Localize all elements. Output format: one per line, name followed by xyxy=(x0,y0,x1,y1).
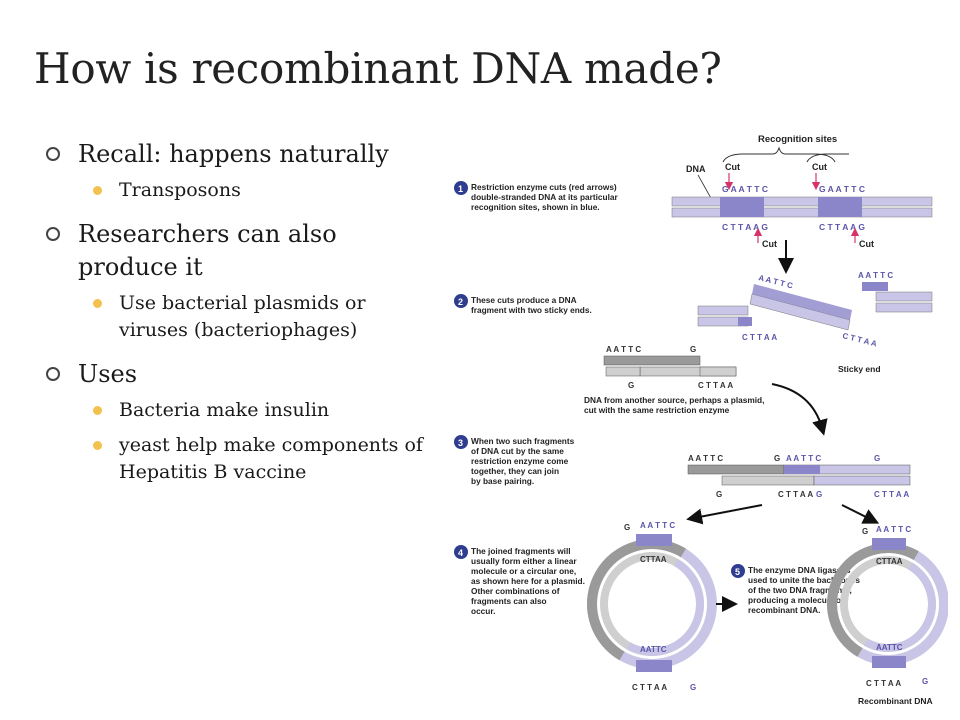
svg-text:C T T A A: C T T A A xyxy=(778,490,813,499)
dna-strand-bottom xyxy=(671,207,933,218)
bullet-list: Recall: happens naturally Transposons Re… xyxy=(44,138,434,500)
sticky-seq: A A T T C xyxy=(858,271,893,280)
step-1-circle xyxy=(454,181,468,195)
svg-text:G: G xyxy=(816,490,822,499)
recombinant-dna-diagram: Recognition sites DNA Cut Cut G A A T T … xyxy=(454,134,948,706)
svg-text:C T T A A: C T T A A xyxy=(874,490,909,499)
svg-text:A A T T C: A A T T C xyxy=(786,454,821,463)
recombinant-dna-label: Recombinant DNA xyxy=(858,696,933,706)
svg-text:G: G xyxy=(874,454,880,463)
plasmid-circular: G A A T T C CTTAA AATTC C T T A A G xyxy=(587,521,717,692)
svg-text:AATTC: AATTC xyxy=(876,643,903,652)
bullet-ring-icon xyxy=(46,367,60,381)
step-5-number: 5 xyxy=(735,567,740,577)
sticky-seq: C T T A A xyxy=(842,331,878,348)
step-3-number: 3 xyxy=(458,438,463,448)
sticky-end-label: Sticky end xyxy=(838,364,881,374)
recognition-site-box xyxy=(818,197,862,217)
svg-text:G: G xyxy=(922,677,928,686)
bullet-dot-icon xyxy=(93,406,102,415)
sub-bullet-text: Transposons xyxy=(119,179,241,201)
bullet-text: Researchers can also produce it xyxy=(78,220,337,281)
sequence-top: G A A T T C xyxy=(819,184,865,194)
bullet-text: Uses xyxy=(78,360,138,388)
recognition-site-box xyxy=(720,197,764,217)
step-3-circle xyxy=(454,435,468,449)
bullet-text: Recall: happens naturally xyxy=(78,140,389,168)
step-4-circle xyxy=(454,545,468,559)
step-1-number: 1 xyxy=(458,184,463,194)
svg-text:CTTAA: CTTAA xyxy=(876,557,903,566)
bullet-dot-icon xyxy=(93,441,102,450)
svg-text:G: G xyxy=(690,345,696,354)
sub-bullet-transposons: Transposons xyxy=(44,177,434,204)
bullet-dot-icon xyxy=(93,186,102,195)
svg-text:G: G xyxy=(690,683,696,692)
bullet-recall: Recall: happens naturally xyxy=(44,138,434,171)
svg-text:A A T T C: A A T T C xyxy=(606,345,641,354)
cut-label: Cut xyxy=(762,239,777,249)
bullet-researchers: Researchers can also produce it xyxy=(44,218,434,284)
sequence-bottom: C T T A A G xyxy=(722,222,768,232)
svg-text:G: G xyxy=(624,523,630,532)
plasmid-recombinant: G A A T T C CTTAA AATTC C T T A A G xyxy=(827,525,948,688)
svg-text:G: G xyxy=(862,527,868,536)
step-3-text: When two such fragments of DNA cut by th… xyxy=(471,436,577,486)
sub-bullet-plasmids: Use bacterial plasmids or viruses (bacte… xyxy=(44,290,434,344)
step-4-text: The joined fragments will usually form e… xyxy=(471,546,587,616)
step-2-text: These cuts produce a DNA fragment with t… xyxy=(471,295,592,315)
sub-bullet-text: Bacteria make insulin xyxy=(119,399,330,421)
svg-text:C T T A A: C T T A A xyxy=(698,381,733,390)
bullet-ring-icon xyxy=(46,147,60,161)
step-4-number: 4 xyxy=(458,548,463,558)
svg-text:AATTC: AATTC xyxy=(640,645,667,654)
step-2-number: 2 xyxy=(458,297,463,307)
flow-arrow xyxy=(686,504,763,525)
svg-text:G: G xyxy=(628,381,634,390)
joined-fragments: A A T T C G A A T T C G G C T T A A G C … xyxy=(687,454,911,499)
svg-text:A A T T C: A A T T C xyxy=(640,521,675,530)
sticky-end-fragment xyxy=(697,282,933,331)
step-2-circle xyxy=(454,294,468,308)
recognition-sites-brace xyxy=(722,146,849,163)
bullet-ring-icon xyxy=(46,227,60,241)
svg-text:C T T A A: C T T A A xyxy=(632,683,667,692)
recognition-sites-label: Recognition sites xyxy=(758,134,837,145)
svg-text:A A T T C: A A T T C xyxy=(688,454,723,463)
cut-label: Cut xyxy=(859,239,874,249)
sub-bullet-insulin: Bacteria make insulin xyxy=(44,397,434,424)
sticky-seq: C T T A A xyxy=(742,333,777,342)
sequence-bottom: C T T A A G xyxy=(819,222,865,232)
foreign-dna-text: DNA from another source, perhaps a plasm… xyxy=(584,395,767,415)
cut-label: Cut xyxy=(725,162,740,172)
sub-bullet-text: Use bacterial plasmids or viruses (bacte… xyxy=(119,292,366,341)
sub-bullet-yeast: yeast help make components of Hepatitis … xyxy=(44,432,434,486)
bullet-dot-icon xyxy=(93,299,102,308)
sequence-top: G A A T T C xyxy=(722,184,768,194)
svg-text:G: G xyxy=(774,454,780,463)
dna-strand-top xyxy=(671,196,933,207)
flow-arrow xyxy=(841,504,880,524)
svg-text:C T T A A: C T T A A xyxy=(866,679,901,688)
foreign-dna-fragment: A A T T C G G C T T A A xyxy=(603,345,737,390)
svg-text:A A T T C: A A T T C xyxy=(876,525,911,534)
dna-label: DNA xyxy=(686,164,706,174)
bullet-uses: Uses xyxy=(44,358,434,391)
svg-text:CTTAA: CTTAA xyxy=(640,555,667,564)
step-1-text: Restriction enzyme cuts (red arrows) dou… xyxy=(471,182,620,212)
dna-label-line xyxy=(697,174,713,201)
slide-title: How is recombinant DNA made? xyxy=(34,44,722,93)
step-5-circle xyxy=(731,564,745,578)
sub-bullet-text: yeast help make components of Hepatitis … xyxy=(119,434,423,483)
step-5-text: The enzyme DNA ligase is used to unite t… xyxy=(748,565,862,615)
cut-label: Cut xyxy=(812,162,827,172)
flow-arrow-curved xyxy=(771,383,828,436)
svg-text:G: G xyxy=(716,490,722,499)
